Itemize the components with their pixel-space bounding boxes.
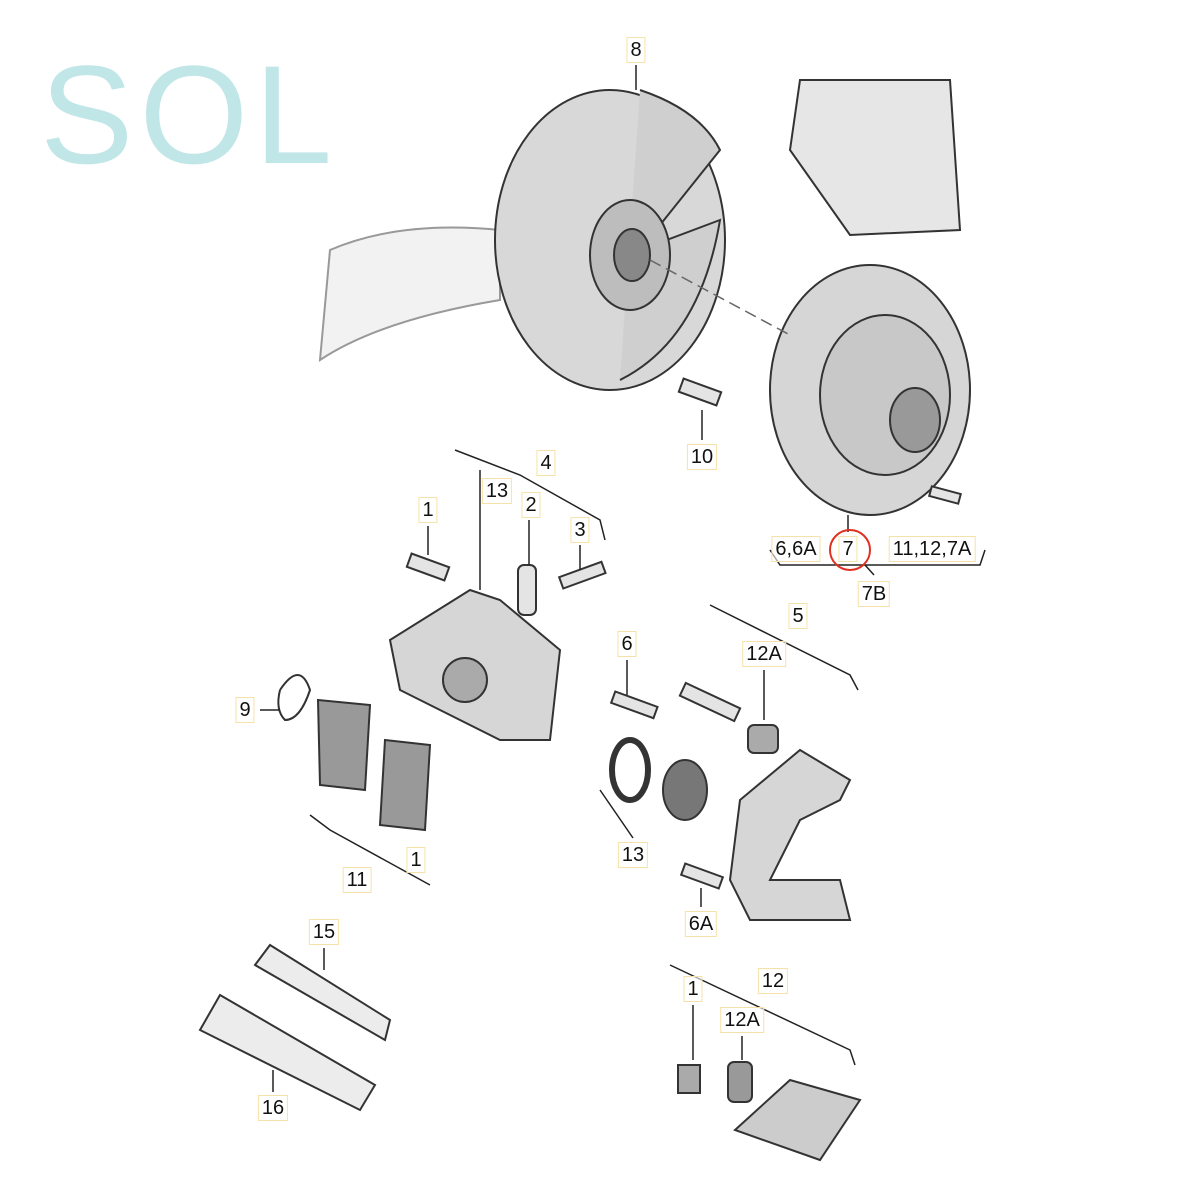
part-label: 1 [683,976,703,1002]
axle-arm [318,226,501,362]
boot-12a [747,724,779,754]
screw-kit [677,1061,753,1103]
screw-7a [927,485,963,505]
watermark: SOL [40,36,339,193]
grease-tube-16 [198,993,377,1112]
part-label: 2 [521,492,541,518]
part-label: 6A [684,911,718,937]
part-label: 7B [857,581,891,607]
grease-tube-15 [253,943,392,1042]
highlight-circle [829,529,871,571]
part-label: 6,6A [771,536,821,562]
part-label: 13 [617,842,649,868]
backing-plate [494,89,726,391]
guide-pin [678,681,742,723]
part-label: 11 [342,867,372,893]
part-label: 12A [742,641,786,667]
spring-clip-9 [277,674,312,722]
brake-disc [769,264,971,516]
seal-ring [609,737,651,803]
part-label: 15 [308,919,340,945]
part-label: 16 [257,1095,289,1121]
bleed-valve-3 [557,560,607,590]
bolt-6 [609,690,659,720]
part-label: 8 [626,37,646,63]
part-label: 1 [406,847,426,873]
bolt-1 [405,552,451,582]
brake-pads [316,698,432,832]
part-label: 6 [617,631,637,657]
carrier-bracket [728,748,852,921]
bolt-6a [679,862,725,890]
part-label: 5 [788,603,808,629]
part-label: 4 [536,450,556,476]
bolt-10 [677,377,723,407]
part-label: 9 [235,697,255,723]
part-label: 12 [757,968,789,994]
part-label: 10 [686,444,718,470]
part-label: 11,12,7A [888,536,976,562]
cap-2 [517,564,537,616]
part-label: 13 [481,478,513,504]
part-label: 3 [570,517,590,543]
caliper [388,588,562,741]
caliper-top-right [788,79,962,237]
part-label: 1 [418,497,438,523]
part-label-highlighted: 7 [838,536,858,562]
piston-seal [662,759,708,821]
grease-sachet [733,1078,862,1162]
part-label: 12A [720,1007,764,1033]
